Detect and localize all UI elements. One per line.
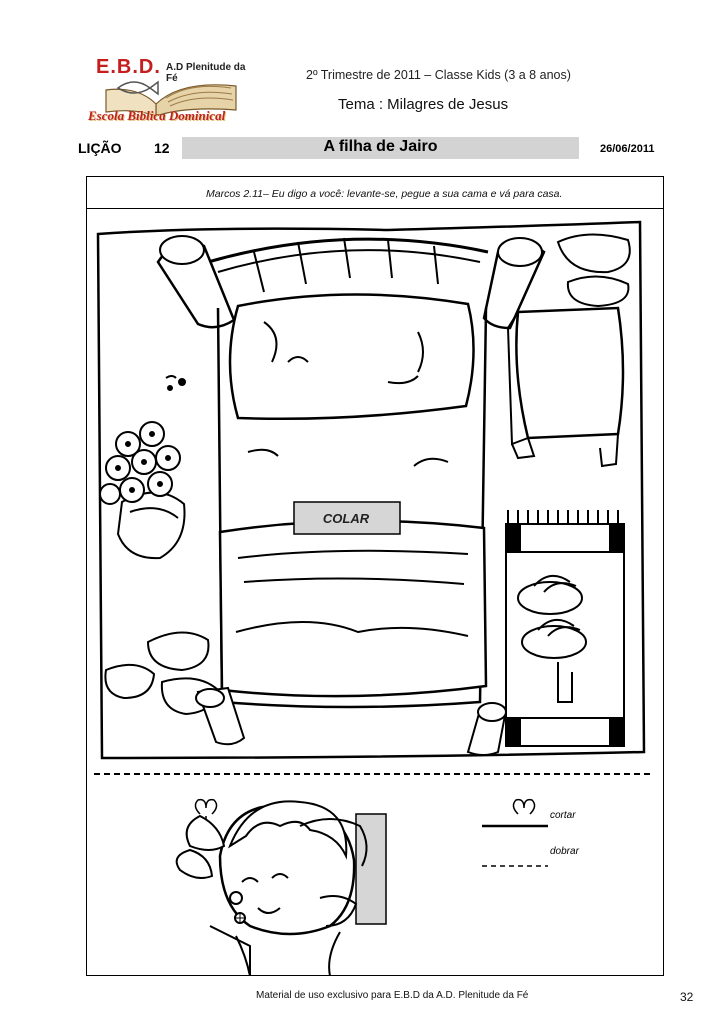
memory-verse: Marcos 2.11– Eu digo a você: levante-se,… bbox=[206, 188, 563, 200]
logo-ebd-text: E.B.D. bbox=[96, 56, 161, 78]
lesson-title: A filha de Jairo bbox=[323, 138, 438, 155]
footer-text: Material de uso exclusivo para E.B.D da … bbox=[256, 990, 529, 1001]
logo-school-text: Escola Bíblica Dominical bbox=[88, 108, 226, 123]
logo-church-text: A.D Plenitude da Fé bbox=[166, 62, 246, 84]
title-bar bbox=[182, 137, 579, 159]
page-number: 32 bbox=[680, 990, 694, 1004]
tema-text: Tema : Milagres de Jesus bbox=[338, 96, 509, 113]
cut-line bbox=[94, 773, 650, 775]
activity-frame bbox=[86, 176, 664, 976]
verse-divider bbox=[86, 208, 664, 209]
book-logo-icon bbox=[105, 80, 237, 117]
cortar-label: cortar bbox=[550, 810, 576, 821]
ebd-logo: E.B.D. A.D Plenitude da Fé Escola Bíblic… bbox=[86, 52, 256, 130]
bedroom-illustration bbox=[96, 220, 646, 760]
colar-label: COLAR bbox=[322, 511, 370, 526]
girl-cutout-illustration bbox=[175, 798, 548, 976]
dobrar-label: dobrar bbox=[550, 846, 579, 857]
trimestre-text: 2º Trimestre de 2011 – Classe Kids (3 a … bbox=[306, 68, 571, 82]
lesson-label: LIÇÃO bbox=[78, 140, 122, 156]
lesson-number: 12 bbox=[154, 140, 170, 156]
lesson-date: 26/06/2011 bbox=[600, 143, 655, 155]
